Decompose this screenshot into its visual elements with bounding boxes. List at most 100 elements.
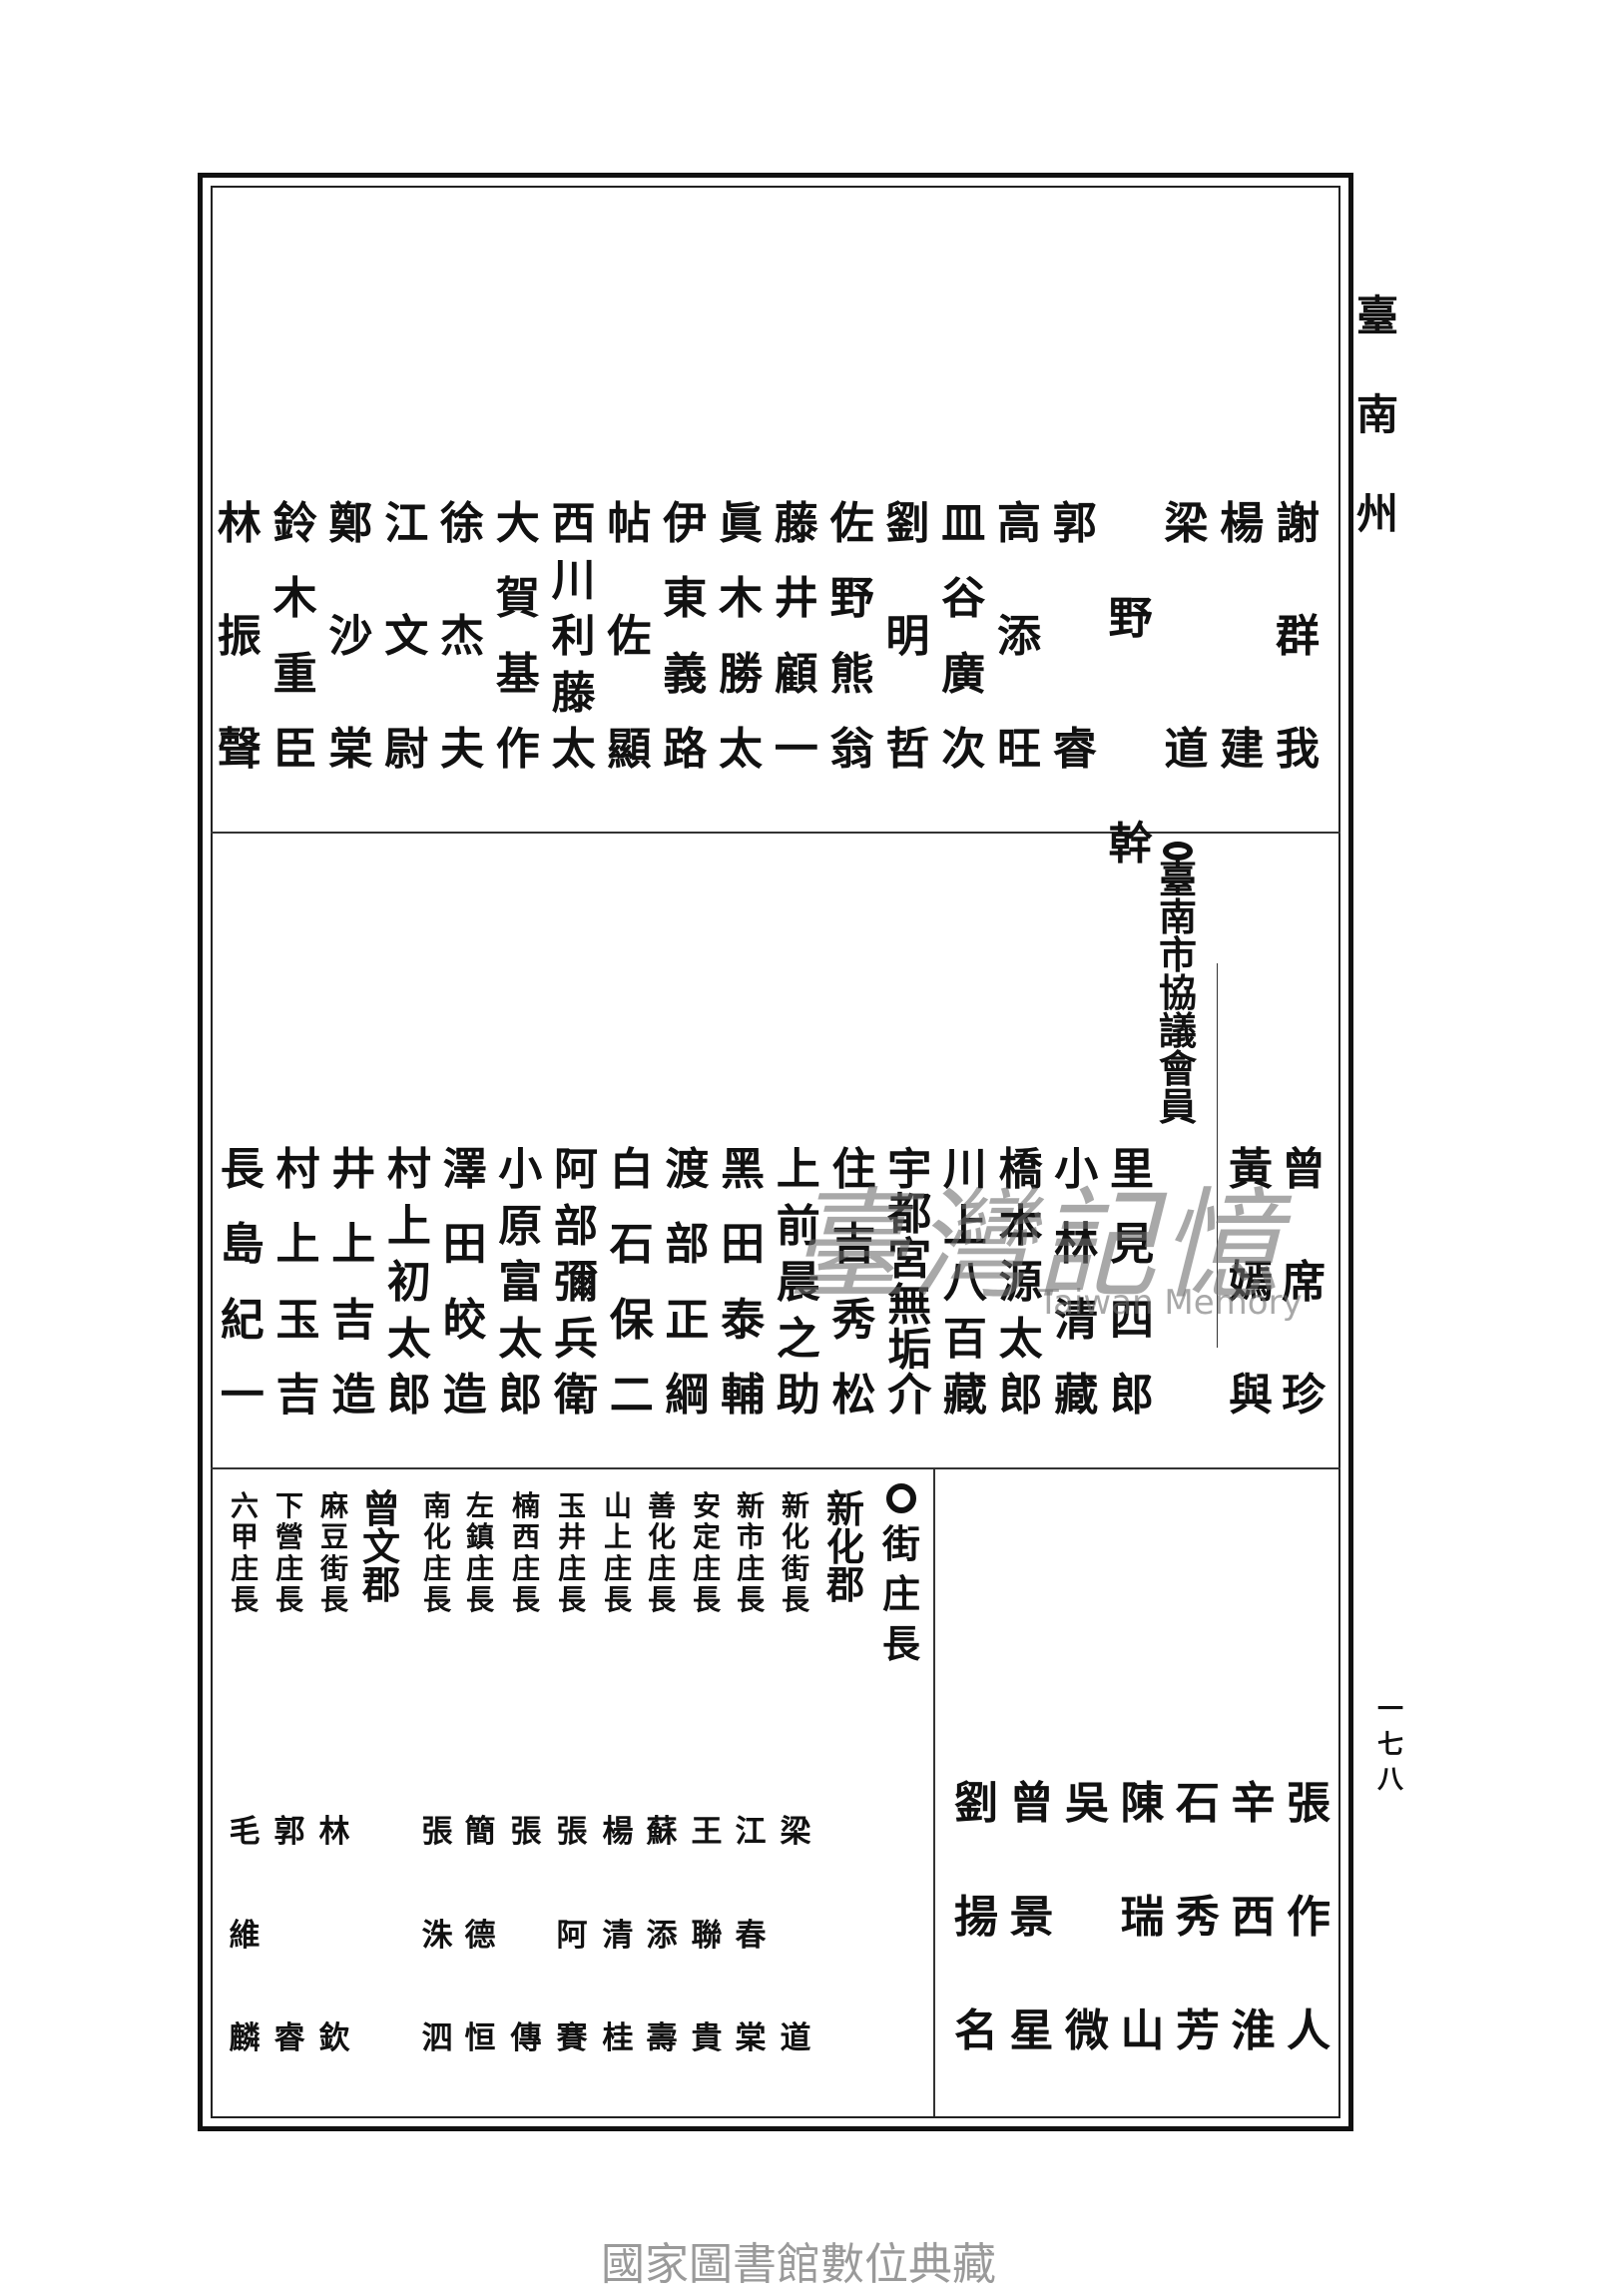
- page-number: 一七八: [1375, 1697, 1405, 1793]
- glyph: 鄭: [328, 498, 373, 549]
- glyph: 鎮: [465, 1520, 494, 1554]
- glyph: 顧: [774, 648, 818, 700]
- section-divider-1: [211, 832, 1340, 834]
- glyph: 甲: [230, 1520, 259, 1554]
- glyph: 宮: [887, 1234, 932, 1286]
- glyph: 太: [551, 724, 596, 775]
- glyph: 新: [781, 1489, 809, 1522]
- circle-marker-icon: [1163, 842, 1193, 861]
- name-column: 藤井顧一: [770, 502, 823, 772]
- town-heads-heading: 街庄長: [878, 1483, 924, 1663]
- glyph: 上: [386, 1200, 431, 1252]
- name-column: 張作人: [1282, 1782, 1335, 2053]
- glyph: 道: [780, 2020, 811, 2056]
- glyph: 保: [609, 1294, 654, 1346]
- member-name-column: 里見四郎: [1105, 1148, 1159, 1418]
- office-holder-name: 蘇添壽: [642, 1817, 682, 2054]
- glyph: 見: [1110, 1219, 1154, 1271]
- glyph: 庄: [881, 1571, 920, 1616]
- glyph: 長: [230, 1582, 259, 1616]
- glyph: 黑: [721, 1144, 766, 1195]
- circle-marker-icon: [886, 1483, 916, 1513]
- member-name-column: 橋本源太郎: [994, 1148, 1048, 1418]
- glyph: 麻: [319, 1489, 348, 1522]
- glyph: 林: [217, 498, 262, 549]
- office-title: 山上庄長: [598, 1492, 638, 1614]
- glyph: 嫣: [1229, 1257, 1273, 1308]
- running-title: 臺南州: [1352, 295, 1402, 535]
- section-divider-2: [211, 1467, 1340, 1469]
- glyph: 南: [422, 1489, 451, 1522]
- glyph: 化: [647, 1520, 676, 1554]
- member-name-column: 長島紀一: [216, 1148, 269, 1418]
- glyph: 路: [663, 723, 708, 775]
- glyph: 街: [881, 1521, 920, 1566]
- glyph: 白: [609, 1144, 654, 1195]
- glyph: 八: [942, 1257, 987, 1308]
- glyph: 吉: [831, 1219, 876, 1271]
- glyph: 大: [495, 498, 540, 549]
- glyph: 西: [1231, 1892, 1276, 1943]
- glyph: 部: [665, 1219, 710, 1271]
- glyph: 上: [331, 1219, 376, 1271]
- office-holder-name: 張洙泗: [417, 1817, 457, 2054]
- glyph: 都: [887, 1189, 932, 1241]
- glyph: 梁: [780, 1814, 811, 1850]
- glyph: 郎: [1110, 1369, 1154, 1421]
- glyph: 一: [220, 1369, 265, 1421]
- glyph: 淮: [1231, 2006, 1276, 2056]
- glyph: 郡: [825, 1562, 864, 1607]
- glyph: 長: [781, 1582, 809, 1616]
- glyph: 聲: [217, 724, 262, 775]
- glyph: 新: [736, 1489, 765, 1522]
- glyph: 江: [384, 498, 429, 549]
- glyph: 庄: [692, 1551, 721, 1585]
- office-holder-name: 王聯貴: [687, 1817, 727, 2054]
- glyph: 與: [1229, 1370, 1273, 1421]
- glyph: 輔: [721, 1369, 766, 1421]
- glyph: 皿: [941, 498, 986, 549]
- glyph: 添: [997, 611, 1041, 662]
- office-title: 玉井庄長: [552, 1492, 592, 1614]
- glyph: 井: [557, 1520, 586, 1554]
- glyph: 村: [386, 1144, 431, 1195]
- glyph: 紀: [220, 1294, 265, 1346]
- glyph: 郎: [386, 1370, 431, 1421]
- glyph: 庄: [465, 1551, 494, 1585]
- glyph: 太: [386, 1313, 431, 1365]
- glyph: 橋: [998, 1144, 1043, 1195]
- glyph: 郭: [1052, 498, 1097, 549]
- glyph: 庄: [557, 1551, 586, 1585]
- glyph: 道: [1164, 724, 1209, 775]
- name-column: 陳瑞山: [1116, 1782, 1170, 2053]
- glyph: 定: [692, 1520, 721, 1554]
- member-name-column: 住吉秀松: [827, 1148, 881, 1418]
- office-holder-name: 林欽: [314, 1817, 354, 2054]
- bottom-column-divider: [933, 1467, 935, 2116]
- glyph: 帖: [607, 498, 652, 549]
- glyph: 澤: [442, 1144, 487, 1195]
- office-holder-name: 梁道: [776, 1817, 815, 2054]
- glyph: 玉: [557, 1489, 586, 1522]
- glyph: 渡: [665, 1144, 710, 1195]
- glyph: 王: [691, 1814, 723, 1850]
- glyph: 臣: [272, 723, 317, 775]
- glyph: 長: [220, 1144, 265, 1195]
- name-column: 徐杰夫: [435, 502, 489, 772]
- glyph: 睿: [273, 2020, 305, 2056]
- glyph: 太: [998, 1313, 1043, 1365]
- name-column: 高添旺: [992, 502, 1046, 772]
- glyph: 恒: [464, 2020, 496, 2056]
- glyph: 楠: [511, 1489, 540, 1522]
- glyph: 江: [735, 1814, 767, 1850]
- glyph: 山: [603, 1489, 632, 1522]
- glyph: 曾: [1282, 1144, 1326, 1195]
- glyph: 棠: [328, 724, 373, 775]
- glyph: 麟: [229, 2020, 261, 2056]
- chair-name-column: 曾席珍: [1277, 1148, 1331, 1418]
- glyph: 張: [421, 1814, 453, 1850]
- office-holder-name: 簡德恒: [460, 1817, 500, 2054]
- member-name-column: 阿部彌兵衛: [549, 1148, 603, 1418]
- name-column: 帖佐顯: [602, 502, 656, 772]
- glyph: 陳: [1120, 1778, 1165, 1829]
